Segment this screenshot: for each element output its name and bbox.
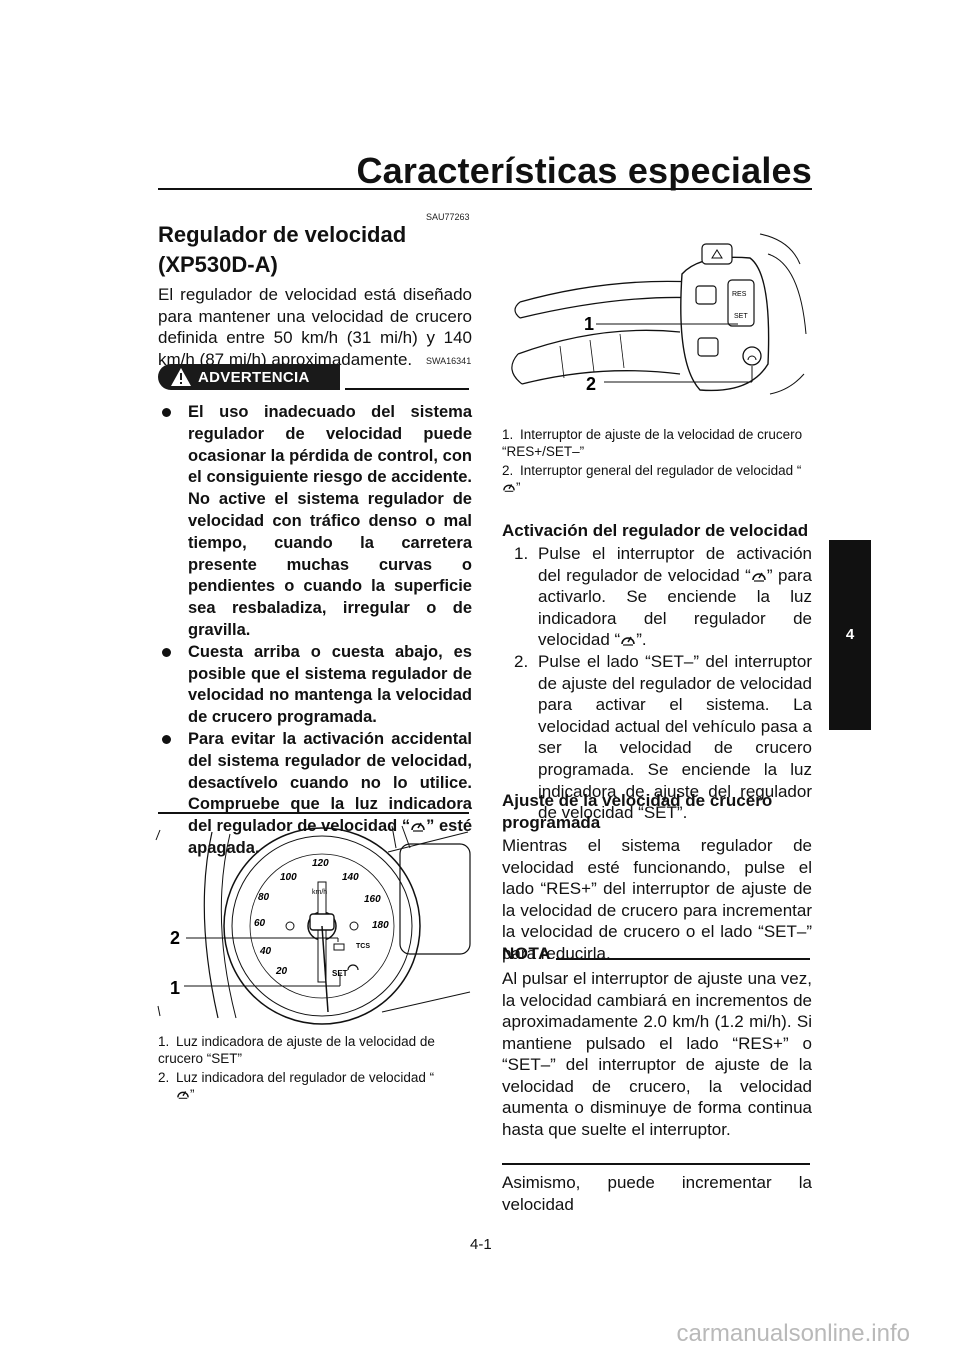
warning-item: Para evitar la activación accidental del… bbox=[158, 729, 472, 860]
chapter-tab[interactable]: 4 bbox=[829, 540, 871, 730]
nota-label: NOTA bbox=[502, 944, 551, 963]
gauge-label: 180 bbox=[372, 920, 389, 931]
gauge-label: 60 bbox=[254, 918, 266, 929]
gauge-label: 20 bbox=[275, 966, 288, 977]
left-figure-captions: 1.Luz indicadora de ajuste de la velocid… bbox=[158, 1033, 472, 1103]
trailing-paragraph: Asimismo, puede incrementar la velocidad bbox=[502, 1173, 812, 1214]
adjust-title: Ajuste de la velocidad de crucero progra… bbox=[502, 791, 773, 832]
warning-end-rule bbox=[158, 812, 469, 814]
tcs-indicator: TCS bbox=[356, 943, 370, 950]
callout-2: 2 bbox=[586, 374, 596, 394]
caption-item: 1.Interruptor de ajuste de la velocidad … bbox=[502, 427, 803, 459]
gauge-label: 140 bbox=[342, 872, 359, 883]
page-number: 4-1 bbox=[470, 1236, 492, 1253]
cruise-control-icon bbox=[411, 822, 425, 832]
handlebar-switch-illustration: RES SET 1 2 bbox=[511, 233, 807, 395]
header-rule bbox=[158, 188, 812, 190]
nota-rule bbox=[556, 958, 810, 960]
caption-item: 1.Luz indicadora de ajuste de la velocid… bbox=[158, 1034, 435, 1066]
set-switch-label: SET bbox=[734, 313, 748, 320]
caption-item: 2.Interruptor general del regulador de v… bbox=[502, 463, 802, 495]
right-figure-captions: 1.Interruptor de ajuste de la velocidad … bbox=[502, 426, 812, 496]
caption-item-continued: ” bbox=[158, 1086, 472, 1103]
warning-triangle-icon bbox=[171, 368, 191, 386]
cruise-control-icon bbox=[621, 636, 636, 646]
activation-steps: 1. Pulse el interruptor de activación de… bbox=[502, 543, 812, 824]
warning-item: El uso inadecuado del sistema regulador … bbox=[158, 402, 472, 642]
cruise-control-icon bbox=[177, 1091, 189, 1099]
warning-list: El uso inadecuado del sistema regulador … bbox=[158, 402, 472, 860]
nota-paragraph: Al pulsar el interruptor de ajuste una v… bbox=[502, 969, 812, 1139]
warning-rule bbox=[345, 388, 469, 390]
warning-code: SWA16341 bbox=[426, 356, 472, 366]
gauge-label: 160 bbox=[364, 894, 381, 905]
gauge-label: 100 bbox=[280, 872, 297, 883]
cruise-control-icon bbox=[752, 572, 766, 582]
bullet-icon bbox=[162, 647, 171, 657]
callout-2: 2 bbox=[170, 928, 180, 948]
cruise-control-icon bbox=[503, 484, 515, 492]
callout-1: 1 bbox=[584, 314, 594, 334]
bullet-icon bbox=[162, 734, 171, 744]
step-item: 1. Pulse el interruptor de activación de… bbox=[514, 544, 812, 650]
step-item: 2. Pulse el lado “SET–” del interruptor … bbox=[514, 651, 812, 823]
intro-paragraph: El regulador de velocidad está diseñado … bbox=[158, 285, 472, 369]
section-title: Regulador de velocidad (XP530D-A) bbox=[158, 222, 407, 277]
cruise-indicator-icon bbox=[347, 964, 359, 971]
activation-title: Activación del regulador de velocidad bbox=[502, 521, 809, 540]
page-title: Características especiales bbox=[356, 150, 812, 191]
section-code: SAU77263 bbox=[426, 212, 470, 222]
instrument-cluster-illustration: 100 120 140 80 160 60 180 40 20 km/h TCS… bbox=[155, 825, 471, 1025]
warning-label: ADVERTENCIA bbox=[198, 369, 310, 386]
gauge-label: 80 bbox=[258, 892, 270, 903]
caption-item: 2.Luz indicadora del regulador de veloci… bbox=[158, 1070, 435, 1085]
res-switch-label: RES bbox=[732, 291, 747, 298]
warning-item: Cuesta arriba o cuesta abajo, es posible… bbox=[158, 642, 472, 729]
callout-1: 1 bbox=[170, 978, 180, 998]
gauge-label: 40 bbox=[259, 946, 272, 957]
set-indicator: SET bbox=[332, 969, 348, 978]
gauge-label: 120 bbox=[312, 858, 329, 869]
gauge-unit: km/h bbox=[312, 889, 327, 896]
watermark: carmanualsonline.info bbox=[676, 1320, 910, 1347]
bullet-icon bbox=[162, 408, 171, 417]
warning-badge: ADVERTENCIA bbox=[158, 364, 340, 390]
adjust-paragraph: Mientras el sistema regulador de velocid… bbox=[502, 836, 812, 963]
nota-end-rule bbox=[502, 1163, 810, 1165]
